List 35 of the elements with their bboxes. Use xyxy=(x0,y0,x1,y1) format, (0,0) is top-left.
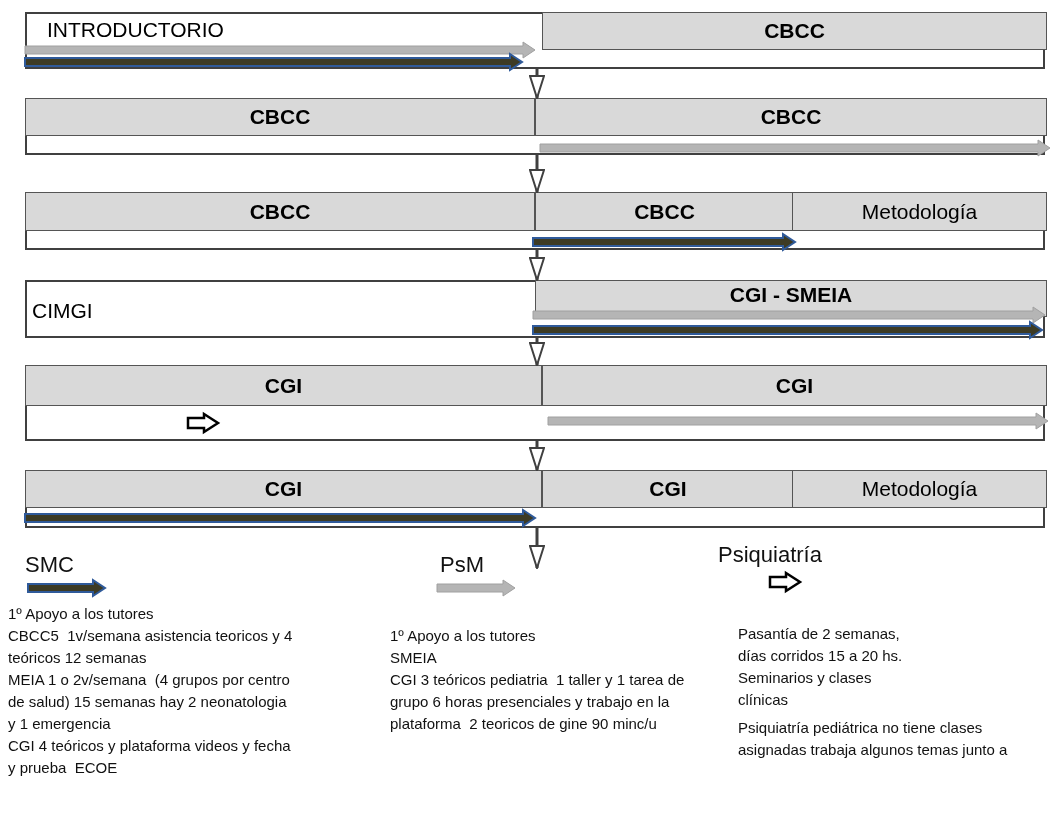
down-arrow xyxy=(529,441,545,471)
schedule-cell: CGI xyxy=(25,365,542,406)
schedule-cell: CBCC xyxy=(25,192,535,231)
timeline-row xyxy=(25,470,1045,528)
note-text: CGI 3 teóricos pediatria 1 taller y 1 tarea de grupo 6 horas presenciales y trabajo en la plataforma 2 teoricos de gine 90 minc/u xyxy=(390,670,686,734)
legend-label: Psiquiatría xyxy=(718,542,822,568)
schedule-cell: CBCC xyxy=(542,12,1047,50)
timeline-row xyxy=(25,192,1045,250)
schedule-cell: CGI xyxy=(542,470,794,508)
schedule-cell: CBCC xyxy=(535,98,1047,136)
legend-label: PsM xyxy=(440,552,484,578)
note-text: MEIA 1 o 2v/semana (4 grupos por centro de salud) 15 semanas hay 2 neonatologia y 1 emergencia xyxy=(8,670,291,734)
down-arrow xyxy=(529,338,545,366)
schedule-cell: Metodología xyxy=(792,192,1047,231)
note-text: 1º Apoyo a los tutores xyxy=(8,604,155,624)
note-text: SMEIA xyxy=(390,648,438,668)
schedule-cell: CBCC xyxy=(25,98,535,136)
note-text: CBCC5 1v/semana asistencia teoricos y 4 teóricos 12 semanas xyxy=(8,626,294,668)
note-text: Pasantía de 2 semanas, días corridos 15 a 20 hs. Seminarios y clases clínicas xyxy=(738,624,904,710)
down-arrow xyxy=(529,69,545,99)
row-title: INTRODUCTORIO xyxy=(47,18,224,42)
row-title: CIMGI xyxy=(32,299,93,323)
down-arrow xyxy=(529,528,545,569)
schedule-cell: Metodología xyxy=(792,470,1047,508)
timeline-row xyxy=(25,365,1045,441)
note-text: Psiquiatría pediátrica no tiene clases asignadas trabaja algunos temas junto a xyxy=(738,718,1009,760)
note-text: 1º Apoyo a los tutores xyxy=(390,626,537,646)
schedule-cell: CGI xyxy=(25,470,542,508)
timeline-row xyxy=(25,98,1045,155)
schedule-cell: CGI xyxy=(542,365,1047,406)
down-arrow xyxy=(529,155,545,193)
schedule-cell: CBCC xyxy=(535,192,794,231)
down-arrow xyxy=(529,250,545,281)
legend-label: SMC xyxy=(25,552,74,578)
note-text: CGI 4 teóricos y plataforma videos y fecha y prueba ECOE xyxy=(8,736,292,778)
